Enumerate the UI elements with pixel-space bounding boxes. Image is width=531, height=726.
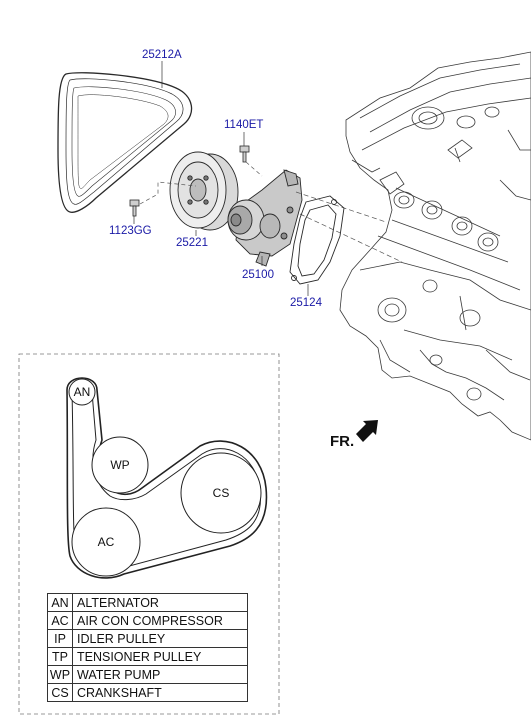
legend-name: AIR CON COMPRESSOR: [72, 611, 248, 630]
assembly-dash-line: [245, 161, 263, 177]
pulley-legend-table: AN ALTERNATOR AC AIR CON COMPRESSOR IP I…: [47, 593, 248, 702]
legend-abbr: TP: [47, 647, 73, 666]
pulley-illustration: [169, 151, 239, 231]
legend-abbr: WP: [47, 665, 73, 684]
bolt-1123gg-illustration: [129, 199, 140, 217]
legend-row: AN ALTERNATOR: [47, 593, 248, 612]
assembly-dash-line: [295, 191, 387, 223]
engine-block-illustration: [339, 51, 531, 441]
legend-row: WP WATER PUMP: [47, 665, 248, 684]
legend-row: CS CRANKSHAFT: [47, 683, 248, 702]
bolt-1140et-illustration: [239, 145, 250, 163]
legend-abbr: IP: [47, 629, 73, 648]
belt-routing-frame: [18, 353, 280, 715]
water-pump-illustration: [227, 169, 303, 267]
front-direction-label: FR.: [330, 433, 354, 450]
legend-name: ALTERNATOR: [72, 593, 248, 612]
legend-row: AC AIR CON COMPRESSOR: [47, 611, 248, 630]
legend-row: IP IDLER PULLEY: [47, 629, 248, 648]
legend-name: CRANKSHAFT: [72, 683, 248, 702]
routing-pulley-alternator: AN: [68, 378, 96, 406]
pulley-part-number[interactable]: 25221: [176, 237, 208, 249]
water-pump-part-number[interactable]: 25100: [242, 269, 274, 281]
routing-pulley-water-pump: WP: [91, 436, 149, 494]
pulley-code-an: AN: [74, 385, 91, 399]
routing-pulley-ac-compressor: AC: [71, 507, 141, 577]
legend-name: TENSIONER PULLEY: [72, 647, 248, 666]
front-arrow-icon: [356, 420, 378, 442]
pulley-code-ac: AC: [98, 535, 115, 549]
assembly-dash-line: [139, 181, 197, 205]
belt-part-number[interactable]: 25212A: [142, 49, 182, 61]
gasket-part-number[interactable]: 25124: [290, 297, 323, 309]
legend-row: TP TENSIONER PULLEY: [47, 647, 248, 666]
legend-name: IDLER PULLEY: [72, 629, 248, 648]
legend-abbr: CS: [47, 683, 73, 702]
legend-abbr: AN: [47, 593, 73, 612]
legend-name: WATER PUMP: [72, 665, 248, 684]
pulley-code-cs: CS: [213, 486, 230, 500]
bolt-part-number-1140et[interactable]: 1140ET: [224, 119, 263, 131]
legend-abbr: AC: [47, 611, 73, 630]
bolt-part-number-1123gg[interactable]: 1123GG: [109, 225, 152, 237]
drive-belt-illustration: [57, 72, 193, 213]
routing-pulley-crankshaft: CS: [180, 452, 262, 534]
gasket-illustration: [289, 195, 345, 285]
pulley-code-wp: WP: [110, 458, 129, 472]
assembly-dash-line: [299, 213, 403, 263]
